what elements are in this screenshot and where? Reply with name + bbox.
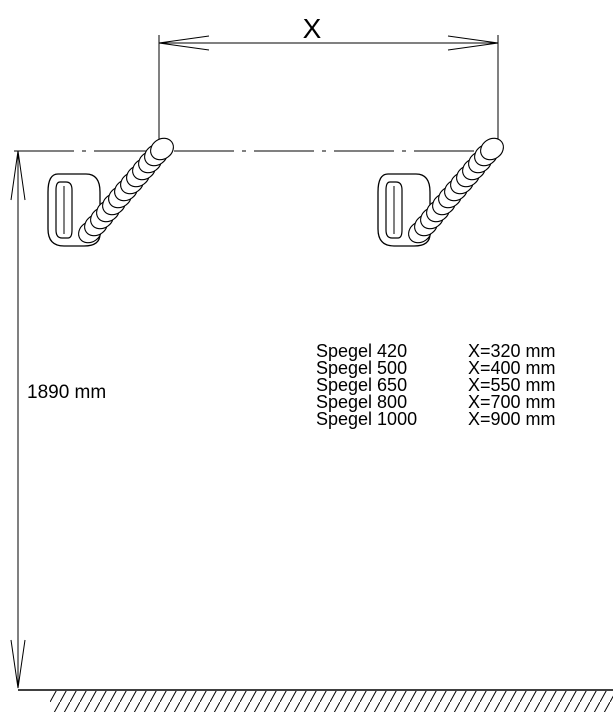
dimension-x-label: X (303, 13, 322, 44)
spec-value: X=700 mm (468, 392, 556, 412)
floor-hatching (50, 691, 613, 712)
spec-row: Spegel 1000 X=900 mm (316, 409, 556, 429)
spec-model: Spegel 1000 (316, 409, 418, 429)
spec-value: X=400 mm (468, 358, 556, 378)
spec-value: X=320 mm (468, 341, 556, 361)
spec-table: Spegel 420 X=320 mm Spegel 500 X=400 mm … (316, 341, 556, 429)
dimension-x: X (158, 13, 499, 145)
spec-value: X=900 mm (468, 409, 556, 429)
arrowhead-top-icon (10, 150, 26, 201)
spec-value: X=550 mm (468, 375, 556, 395)
arrowhead-right-icon (447, 35, 499, 51)
dimension-height: 1890 mm (10, 150, 106, 689)
spec-model: Spegel 800 (316, 392, 408, 412)
dimension-height-label: 1890 mm (27, 382, 106, 403)
spec-row: Spegel 420 X=320 mm (316, 341, 556, 361)
spec-model: Spegel 650 (316, 375, 408, 395)
arrowhead-bottom-icon (10, 639, 26, 689)
spec-model: Spegel 420 (316, 341, 408, 361)
spec-row: Spegel 800 X=700 mm (316, 392, 556, 412)
spec-row: Spegel 500 X=400 mm (316, 358, 556, 378)
hook-left-icon (47, 137, 174, 247)
hook-right-icon (377, 137, 504, 247)
spec-row: Spegel 650 X=550 mm (316, 375, 556, 395)
arrowhead-left-icon (158, 35, 210, 51)
spec-model: Spegel 500 (316, 358, 408, 378)
floor (18, 689, 613, 712)
